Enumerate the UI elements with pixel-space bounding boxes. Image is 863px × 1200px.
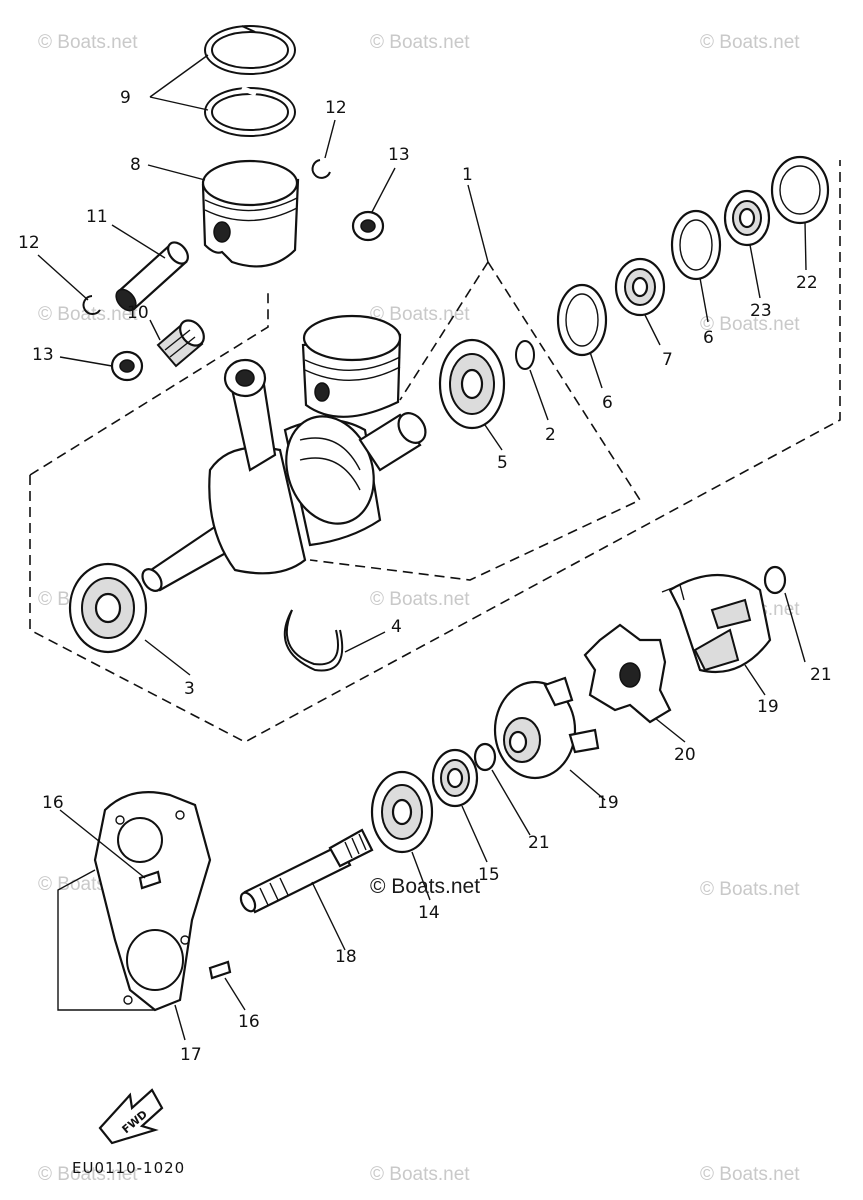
callout-4: 4 (391, 617, 402, 637)
callout-13: 13 (388, 145, 410, 165)
crankshaft-assembly (141, 314, 427, 592)
drive-shaft-bearing-large (370, 770, 434, 854)
callout-10: 10 (127, 303, 149, 323)
rubber-damper (583, 623, 672, 724)
watermark: © Boats.net (370, 1164, 470, 1185)
fwd-arrow-icon: FWD (98, 1088, 164, 1145)
callout-14: 14 (418, 903, 440, 923)
center-watermark: © Boats.net (370, 875, 480, 898)
watermark: © Boats.net (370, 589, 470, 610)
crank-bearing-left (68, 562, 148, 654)
callout-19: 19 (597, 793, 619, 813)
callout-23: 23 (750, 301, 772, 321)
watermark: © Boats.net (38, 32, 138, 53)
callout-20: 20 (674, 745, 696, 765)
watermark: © Boats.net (700, 1164, 800, 1185)
seal-ring (770, 155, 830, 225)
callout-8: 8 (130, 155, 141, 175)
callout-2: 2 (545, 425, 556, 445)
callout-22: 22 (796, 273, 818, 293)
drive-shaft (239, 828, 374, 914)
callout-19: 19 (757, 697, 779, 717)
piston-pin (115, 241, 189, 312)
diagram-code: EU0110-1020 (72, 1159, 185, 1177)
leader-lines (37, 54, 807, 1041)
callout-6: 6 (602, 393, 613, 413)
coupling-lower (493, 676, 600, 780)
callout-16: 16 (42, 793, 64, 813)
crank-bearing-right (438, 338, 506, 430)
bearing (723, 189, 771, 247)
watermark: © Boats.net (38, 304, 138, 325)
callout-5: 5 (497, 453, 508, 473)
callout-9: 9 (120, 88, 131, 108)
small-oil-seal (473, 565, 787, 772)
assembly-boundary (29, 160, 841, 743)
callout-21: 21 (810, 665, 832, 685)
oil-seal (556, 209, 722, 357)
watermark: © Boats.net (700, 314, 800, 335)
callout-12: 12 (325, 98, 347, 118)
callout-11: 11 (86, 207, 108, 227)
callout-16: 16 (238, 1012, 260, 1032)
gasket (93, 791, 212, 1012)
piston-pin-clip (82, 159, 331, 315)
needle-bearing (156, 319, 205, 368)
callout-12: 12 (18, 233, 40, 253)
callout-21: 21 (528, 833, 550, 853)
callout-17: 17 (180, 1045, 202, 1065)
drive-shaft-bearing (431, 748, 479, 808)
piston (201, 159, 300, 268)
watermark: © Boats.net (370, 32, 470, 53)
o-ring (515, 340, 535, 370)
piston-rings (204, 25, 296, 137)
ball-bearing (614, 257, 666, 317)
callout-18: 18 (335, 947, 357, 967)
callout-1: 1 (462, 165, 473, 185)
callout-13: 13 (32, 345, 54, 365)
callout-3: 3 (184, 679, 195, 699)
callout-labels: 9 8 12 13 11 12 10 13 1 2 5 6 7 6 23 22 … (18, 88, 832, 1065)
watermark: © Boats.net (370, 304, 470, 325)
callout-7: 7 (662, 350, 673, 370)
watermark: © Boats.net (38, 1164, 138, 1185)
callout-15: 15 (478, 865, 500, 885)
watermark: © Boats.net (700, 879, 800, 900)
coupling-upper (661, 574, 772, 674)
callout-6: 6 (703, 328, 714, 348)
circlip (283, 609, 344, 672)
dowel-pin (138, 870, 232, 980)
watermark: © Boats.net (700, 32, 800, 53)
